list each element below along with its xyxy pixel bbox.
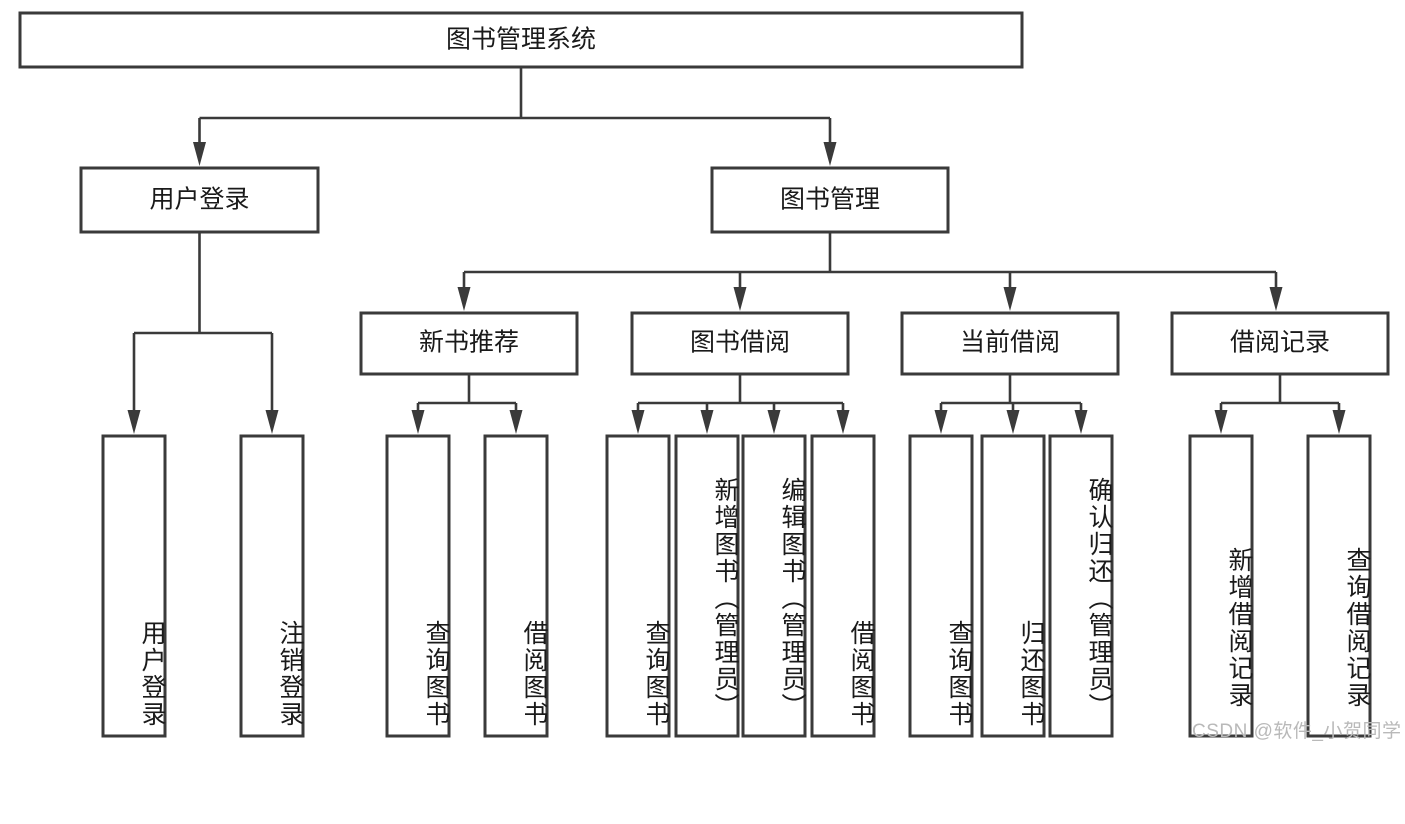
connector-group-user-login	[127, 232, 279, 434]
arrow-current-borrow-leaf-1	[934, 410, 948, 434]
leaf-box-add-borrow-record[interactable]	[1188, 434, 1254, 738]
arrow-current-borrow-leaf-3	[1074, 410, 1088, 434]
node-user-login-label: 用户登录	[149, 186, 249, 214]
arrow-new-book-rec-leaf-1	[411, 410, 425, 434]
node-root[interactable]: 图书管理系统	[18, 11, 1024, 69]
node-user-login[interactable]: 用户登录	[79, 166, 320, 234]
node-book-borrow-box[interactable]	[630, 311, 850, 376]
arrow-current-borrow-leaf-2	[1006, 410, 1020, 434]
leaf-box-query-book-borrow[interactable]	[605, 434, 671, 738]
arrow-borrow-record-leaf-1	[1214, 410, 1228, 434]
arrow-to-borrow-record	[1269, 287, 1283, 311]
arrow-new-book-rec-leaf-2	[509, 410, 523, 434]
leaf-box-return-book[interactable]	[980, 434, 1046, 738]
node-book-management[interactable]: 图书管理	[710, 166, 950, 234]
leaf-boxes	[101, 434, 1372, 738]
arrow-book-borrow-leaf-3	[767, 410, 781, 434]
node-new-book-recommend-label: 新书推荐	[419, 329, 519, 357]
arrow-user-login-leaf-2	[265, 410, 279, 434]
node-current-borrow[interactable]: 当前借阅	[900, 311, 1120, 376]
connector-group-root	[193, 67, 837, 166]
node-borrow-record-box[interactable]	[1170, 311, 1390, 376]
arrow-book-borrow-leaf-2	[700, 410, 714, 434]
arrow-root-to-book-mgmt	[823, 142, 837, 166]
node-new-book-recommend-box[interactable]	[359, 311, 579, 376]
arrow-to-book-borrow	[733, 287, 747, 311]
leaf-box-user-login[interactable]	[101, 434, 167, 738]
node-borrow-record-label: 借阅记录	[1230, 329, 1330, 357]
leaf-box-borrow-book[interactable]	[810, 434, 876, 738]
diagram-canvas: 图书管理系统 用户登录 图书管理 新书推荐 图书借阅 当前借阅 借阅记录	[18, 11, 1402, 742]
connector-group-new-book-rec	[411, 374, 523, 434]
node-new-book-recommend[interactable]: 新书推荐	[359, 311, 579, 376]
node-user-login-box[interactable]	[79, 166, 320, 234]
leaf-box-add-book-admin[interactable]	[674, 434, 740, 738]
leaf-box-borrow-book-rec[interactable]	[483, 434, 549, 738]
arrow-root-to-user-login	[193, 142, 206, 166]
leaf-box-query-book-rec[interactable]	[385, 434, 451, 738]
node-book-borrow-label: 图书借阅	[690, 329, 790, 357]
arrow-borrow-record-leaf-2	[1332, 410, 1346, 434]
node-current-borrow-box[interactable]	[900, 311, 1120, 376]
node-root-label: 图书管理系统	[446, 26, 596, 54]
connector-group-book-borrow	[631, 374, 850, 434]
node-book-management-label: 图书管理	[780, 186, 880, 214]
csdn-watermark: CSDN @软件_小贺同学	[1192, 721, 1402, 742]
leaf-box-confirm-return-admin[interactable]	[1048, 434, 1114, 738]
connector-group-book-mgmt	[457, 232, 1283, 311]
leaf-box-edit-book-admin[interactable]	[741, 434, 807, 738]
arrow-user-login-leaf-1	[127, 410, 141, 434]
leaf-box-logout[interactable]	[239, 434, 305, 738]
node-book-borrow[interactable]: 图书借阅	[630, 311, 850, 376]
connector-group-current-borrow	[934, 374, 1088, 434]
leaf-box-query-borrow-record[interactable]	[1306, 434, 1372, 738]
connector-group-borrow-record	[1214, 374, 1346, 434]
leaf-box-query-book-current[interactable]	[908, 434, 974, 738]
node-current-borrow-label: 当前借阅	[960, 329, 1060, 357]
node-borrow-record[interactable]: 借阅记录	[1170, 311, 1390, 376]
arrow-to-new-book-rec	[457, 287, 471, 311]
arrow-to-current-borrow	[1003, 287, 1017, 311]
node-root-box[interactable]	[18, 11, 1024, 69]
node-book-management-box[interactable]	[710, 166, 950, 234]
tree-diagram-svg: 图书管理系统 用户登录 图书管理 新书推荐 图书借阅 当前借阅 借阅记录	[18, 11, 1390, 738]
arrow-book-borrow-leaf-4	[836, 410, 850, 434]
arrow-book-borrow-leaf-1	[631, 410, 645, 434]
